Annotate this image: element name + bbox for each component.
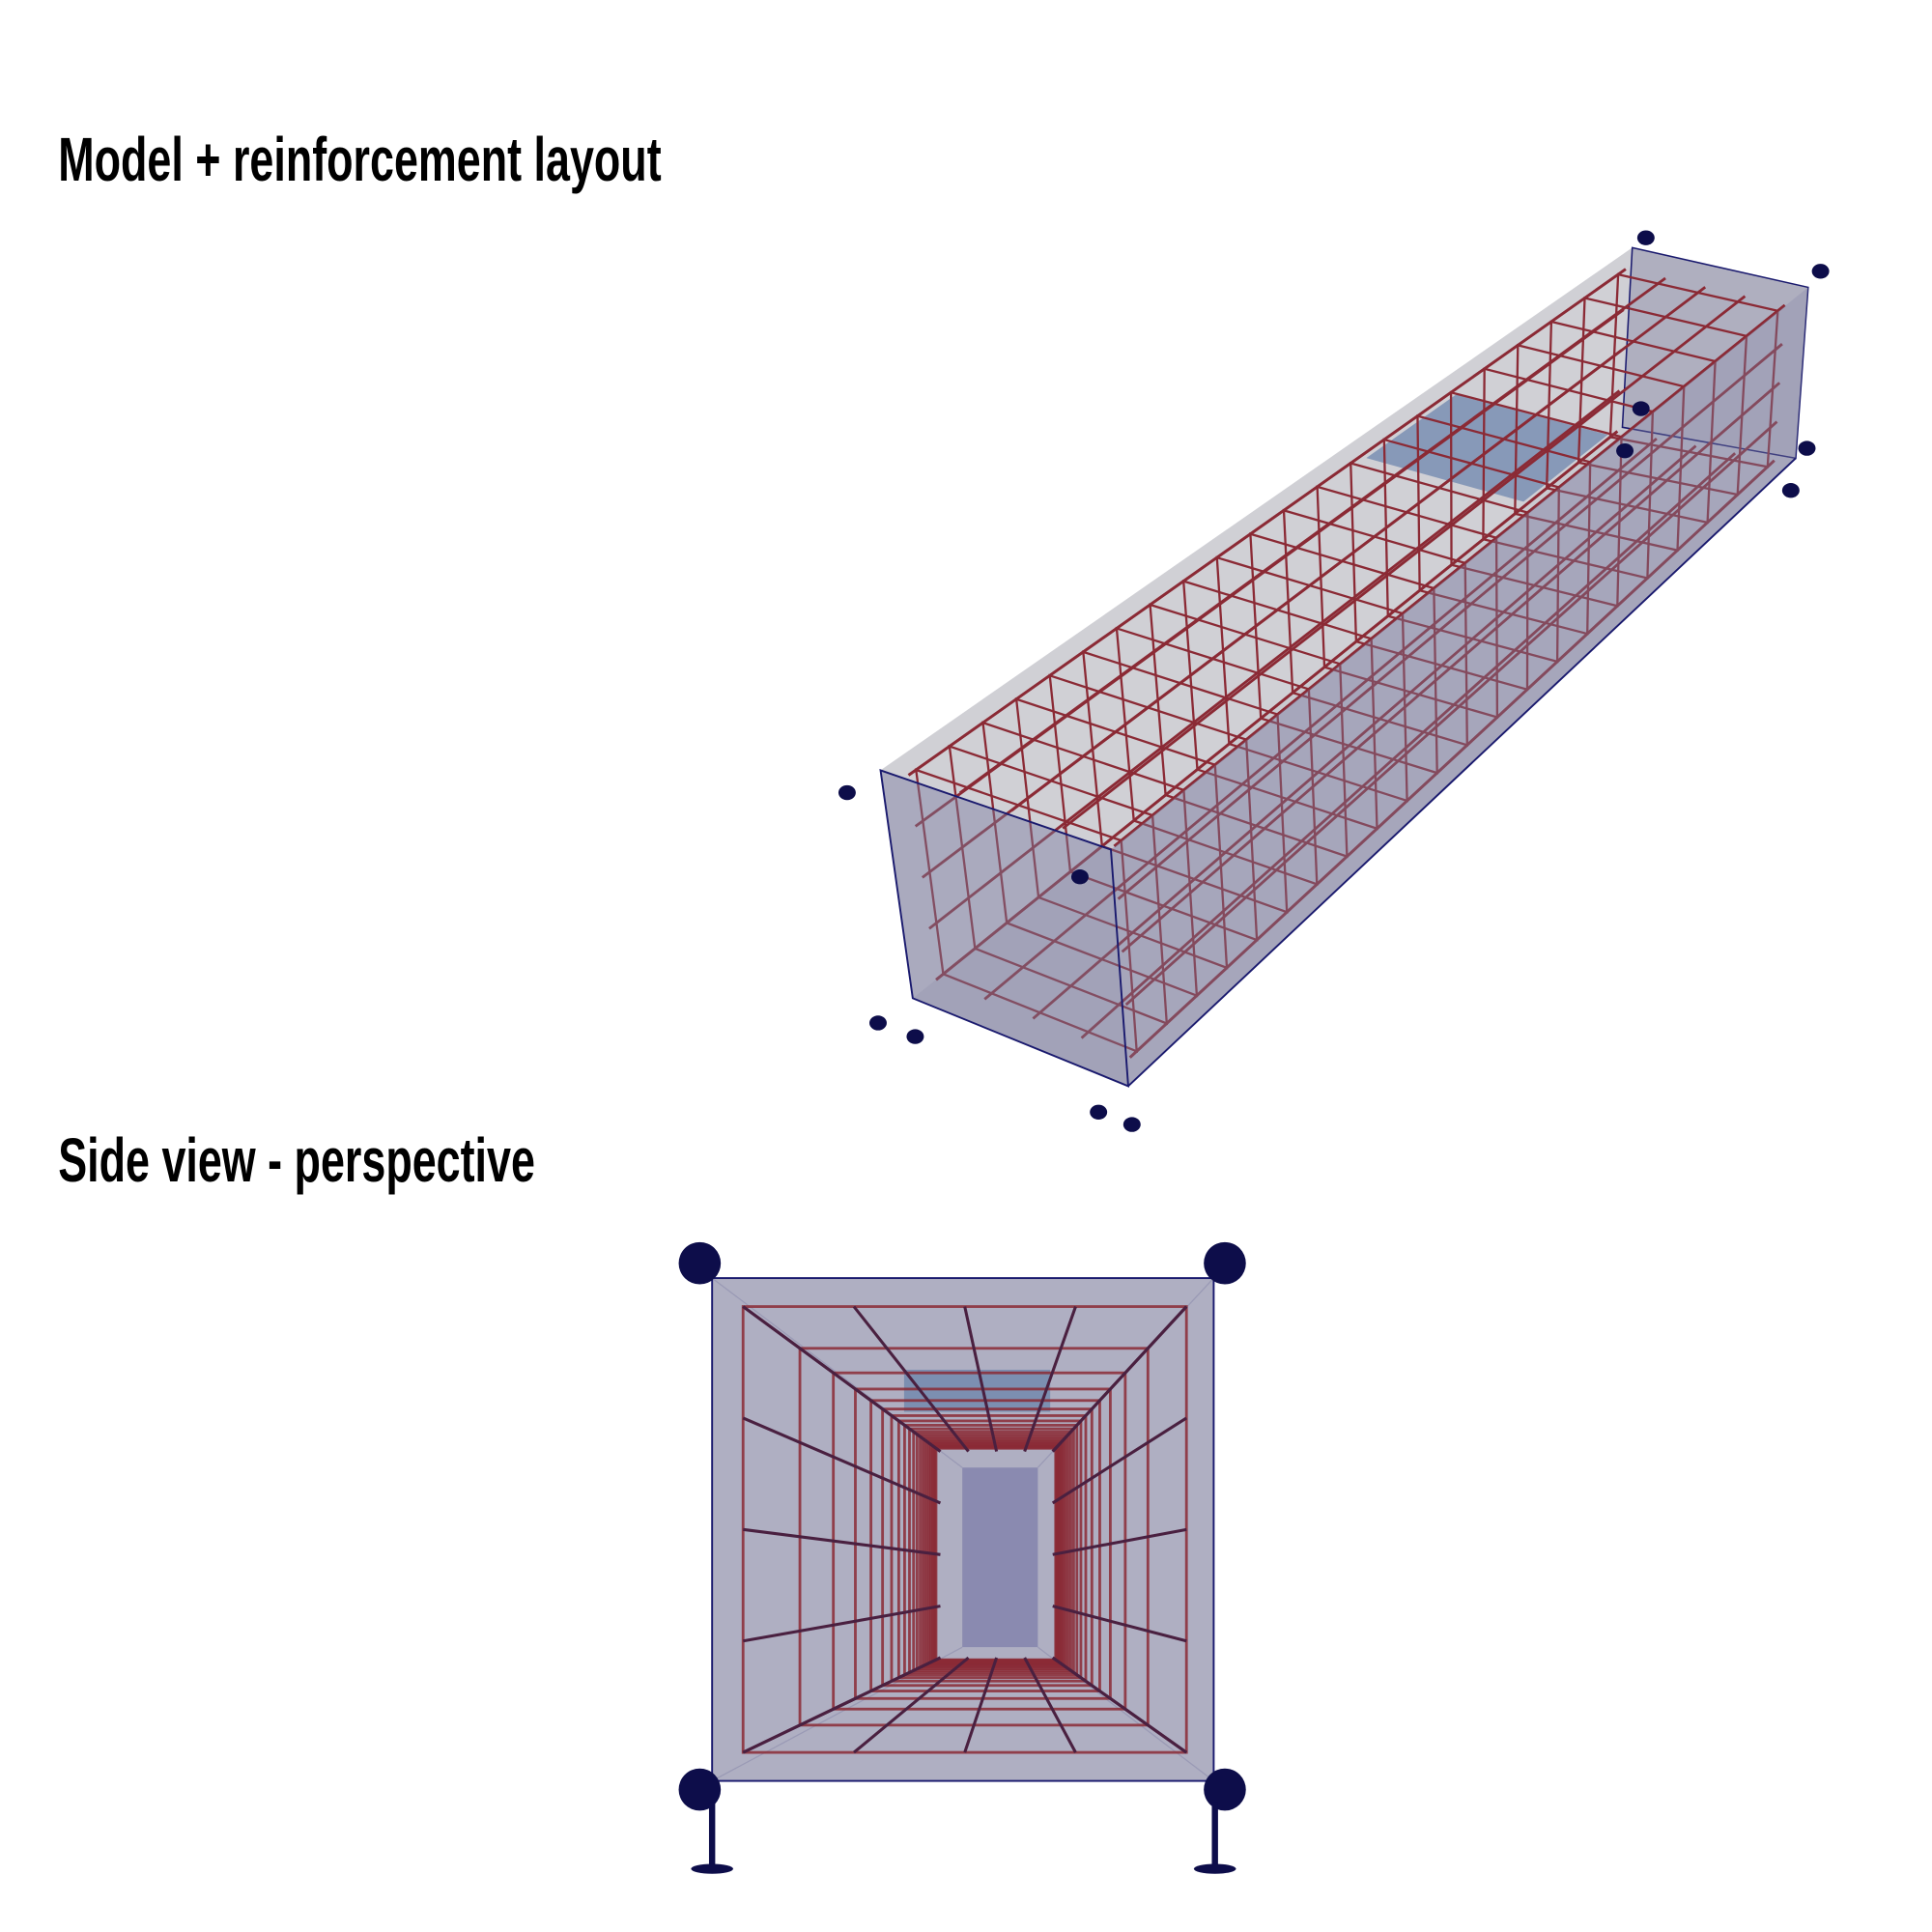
longitudinal-bar [1052,1605,1187,1643]
longitudinal-bar [1023,1657,1077,1753]
isometric-beam-view [838,230,1830,1132]
longitudinal-bar [921,349,1623,879]
title-side-view: Side view - perspective [58,1125,535,1195]
support-icon [1811,264,1830,279]
beam-edge [1127,457,1797,1088]
end-perspective-view [678,1241,1246,1874]
longitudinal-bar [1051,1656,1188,1754]
support-icon [678,1768,722,1811]
longitudinal-bar [1052,1527,1187,1556]
longitudinal-bar [1121,382,1781,953]
longitudinal-bar [963,1306,999,1452]
longitudinal-bar [914,308,1625,828]
support-base-icon [691,1863,733,1874]
longitudinal-bar [1051,1416,1188,1505]
support-icon [869,1015,887,1031]
longitudinal-bar [1113,303,1786,848]
support-icon [1122,1117,1141,1132]
support-icon [1090,1104,1108,1120]
support-base-icon [1193,1863,1236,1874]
longitudinal-bar [907,268,1627,777]
longitudinal-bar [935,430,1619,981]
beam-far-end [962,1467,1038,1648]
longitudinal-bar [1128,459,1776,1059]
support-icon [838,784,856,801]
longitudinal-bar [1062,295,1747,830]
support-icon [1204,1241,1246,1285]
longitudinal-bar [1032,444,1697,1020]
longitudinal-bar [983,437,1658,1001]
longitudinal-bar [1080,452,1737,1039]
longitudinal-bar [852,1656,970,1754]
support-icon [1204,1768,1246,1811]
support-icon [1616,442,1634,459]
support-icon [1636,230,1655,245]
support-icon [906,1029,924,1044]
longitudinal-bar [742,1605,941,1643]
longitudinal-bar [1023,1306,1077,1453]
support-icon [1070,869,1089,885]
title-model-layout: Model + reinforcement layout [58,125,661,194]
longitudinal-bar [743,1527,941,1556]
beam-bottom-face [912,427,1796,1087]
support-icon [1632,401,1650,416]
longitudinal-bar [928,389,1621,930]
beam-side-face [1111,287,1808,1087]
support-icon [678,1241,722,1285]
longitudinal-bar [742,1305,942,1453]
longitudinal-bar [742,1416,942,1505]
longitudinal-bar [1051,1305,1188,1453]
longitudinal-bar [1124,420,1778,1007]
longitudinal-bar [852,1305,970,1453]
load-plate [903,1369,1051,1412]
longitudinal-bar [742,1656,942,1754]
support-icon [1798,440,1816,456]
support-icon [1781,483,1800,498]
longitudinal-bar [963,1657,999,1753]
beam-top-face [880,247,1808,850]
longitudinal-bar [1117,343,1783,900]
